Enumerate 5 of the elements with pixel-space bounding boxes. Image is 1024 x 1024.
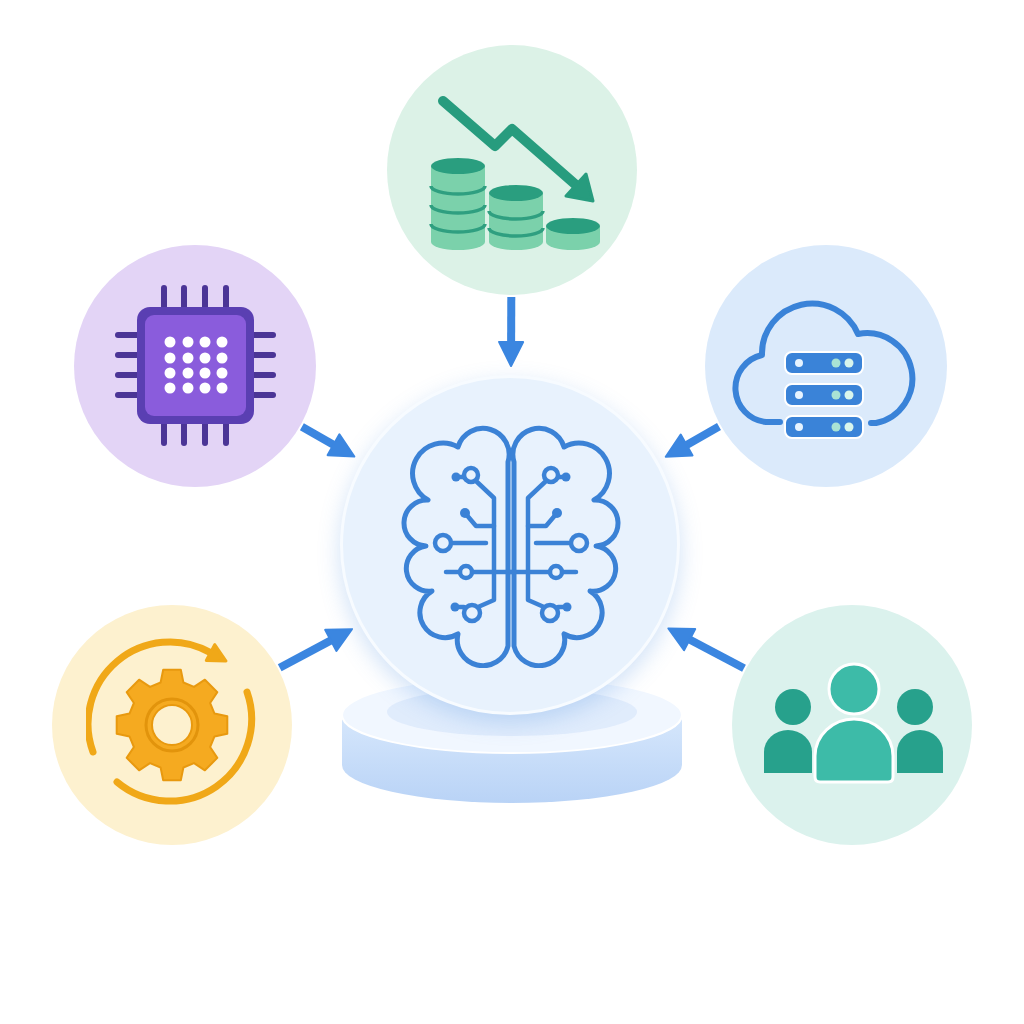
arrow [664,423,721,458]
arrow [498,297,525,367]
arrow [299,423,356,458]
arrow [277,628,353,672]
arrow [667,627,746,672]
